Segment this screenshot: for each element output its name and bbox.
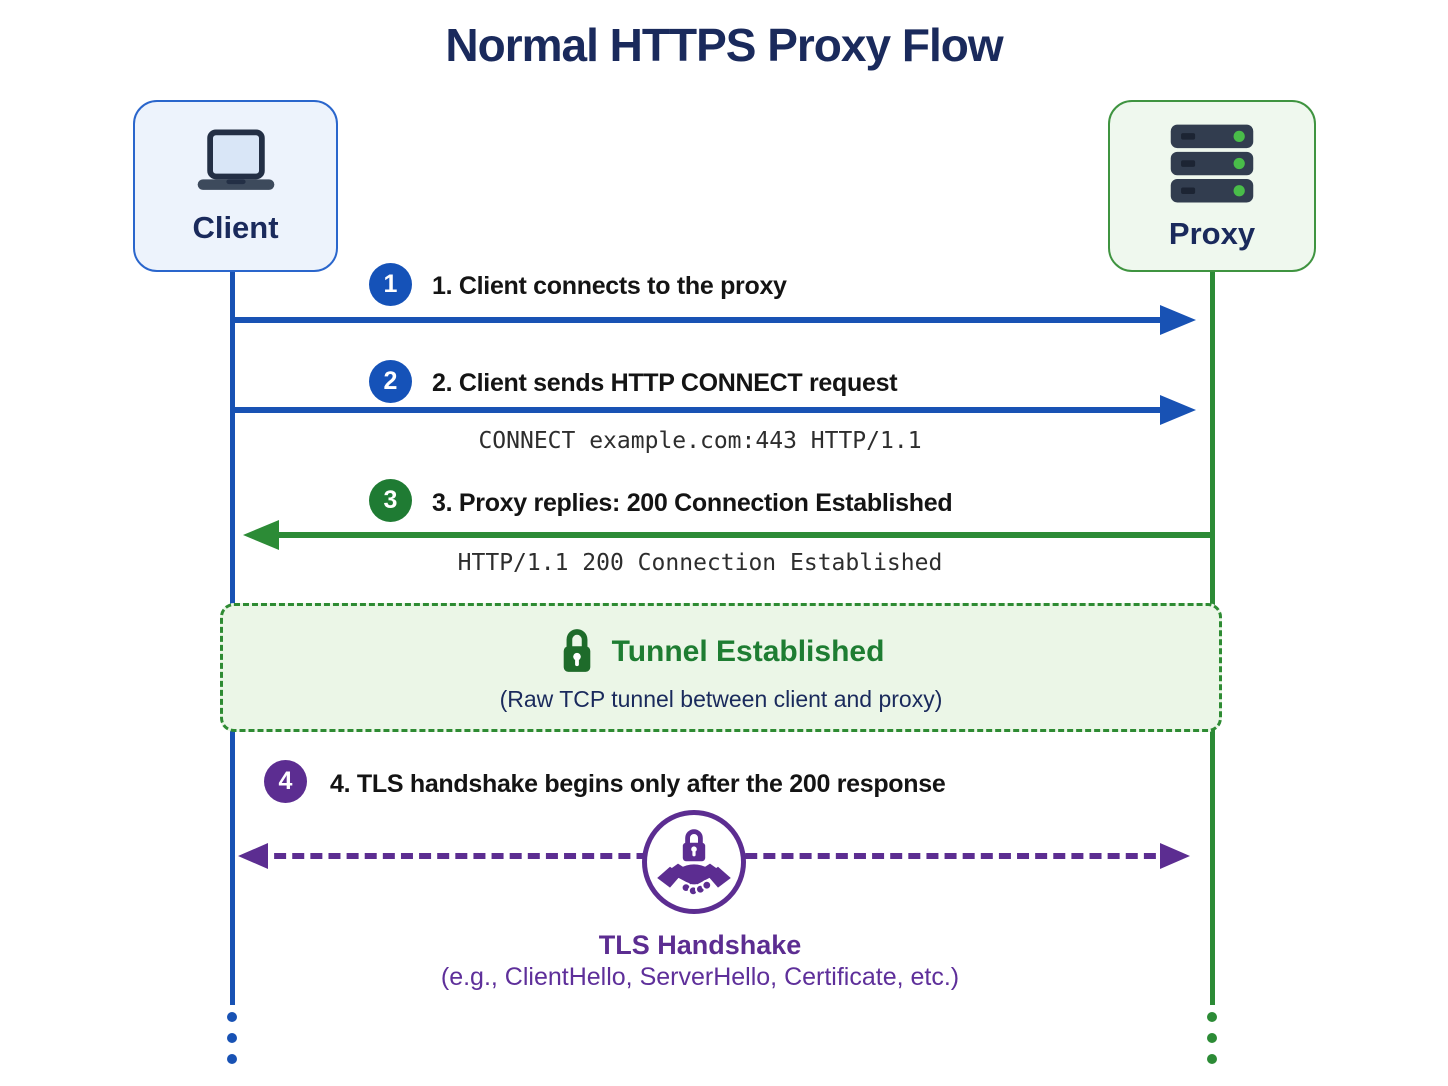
client-continuation-dot: [227, 1033, 237, 1043]
diagram-title: Normal HTTPS Proxy Flow: [445, 19, 1003, 71]
proxy-continuation-dot: [1207, 1012, 1217, 1022]
proxy-actor-card: Proxy: [1108, 100, 1316, 272]
step-3-label: 3. Proxy replies: 200 Connection Establi…: [432, 489, 953, 517]
step-2-arrow-line: [232, 407, 1160, 413]
proxy-continuation-dot: [1207, 1033, 1217, 1043]
step-1-arrow-line: [232, 317, 1160, 323]
tunnel-subtitle: (Raw TCP tunnel between client and proxy…: [499, 685, 943, 712]
tls-arrowhead-right: [1160, 843, 1190, 869]
proxy-label: Proxy: [1168, 216, 1256, 251]
step-1-badge: 1: [369, 263, 412, 306]
padlock-icon: [558, 625, 596, 680]
handshake-lock-icon: [642, 810, 746, 914]
client-continuation-dot: [227, 1012, 237, 1022]
step-2-label: 2. Client sends HTTP CONNECT request: [432, 369, 898, 397]
tls-handshake-title: TLS Handshake: [598, 930, 802, 960]
tls-arrowhead-left: [238, 843, 268, 869]
connection-established-code: HTTP/1.1 200 Connection Established: [457, 550, 943, 576]
step-4-label: 4. TLS handshake begins only after the 2…: [330, 770, 946, 798]
tunnel-established-box: Tunnel Established (Raw TCP tunnel betwe…: [220, 603, 1222, 732]
step-3-arrow-line: [279, 532, 1212, 538]
step-4-badge: 4: [264, 760, 307, 803]
tunnel-title: Tunnel Established: [611, 635, 885, 668]
step-1-label: 1. Client connects to the proxy: [432, 272, 787, 300]
tls-handshake-subtitle: (e.g., ClientHello, ServerHello, Certifi…: [440, 963, 960, 991]
server-stack-icon: [1167, 123, 1257, 210]
step-2-badge: 2: [369, 360, 412, 403]
step-3-arrowhead-left: [243, 520, 279, 550]
step-3-badge: 3: [369, 479, 412, 522]
client-continuation-dot: [227, 1054, 237, 1064]
client-label: Client: [192, 210, 279, 245]
client-actor-card: Client: [133, 100, 338, 272]
step-2-arrowhead-right: [1160, 395, 1196, 425]
connect-request-code: CONNECT example.com:443 HTTP/1.1: [478, 428, 922, 454]
step-1-arrowhead-right: [1160, 305, 1196, 335]
laptop-icon: [190, 129, 282, 204]
proxy-continuation-dot: [1207, 1054, 1217, 1064]
